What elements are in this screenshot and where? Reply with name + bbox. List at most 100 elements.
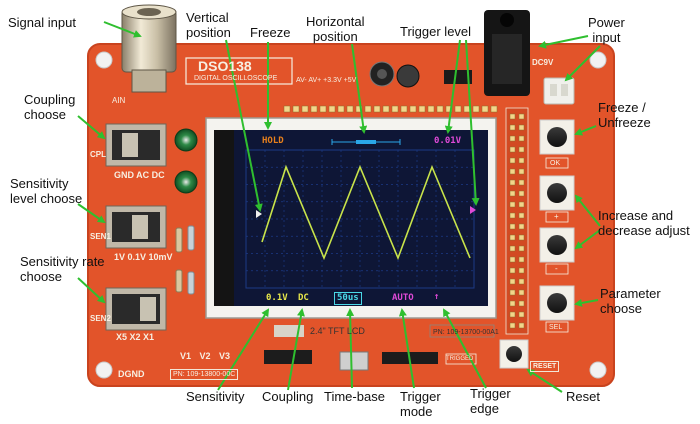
annotation-arrow — [77, 115, 106, 140]
cpl-label: CPL — [90, 150, 106, 159]
annotation-arrow — [217, 308, 270, 391]
annotation-arrow — [444, 39, 461, 134]
mounting-hole — [589, 361, 607, 379]
inductor — [396, 64, 420, 88]
header-pins-top — [283, 105, 498, 113]
tp-labels: V1 V2 V3 — [180, 351, 231, 361]
decrease-button[interactable] — [539, 227, 575, 263]
dgnd-label: DGND — [118, 369, 145, 379]
lcd-label: 2.4" TFT LCD — [310, 326, 365, 336]
header-column-right — [505, 107, 529, 335]
sen1-options: 1V 0.1V 10mV — [114, 252, 173, 262]
annotation-arrow — [287, 308, 305, 391]
reset-button[interactable] — [499, 339, 529, 369]
usb-connector — [339, 351, 369, 371]
board-model: DSO138 — [198, 58, 252, 74]
logo-plate — [185, 57, 293, 85]
lcd-ribbon — [214, 130, 234, 306]
mounting-hole — [589, 51, 607, 69]
ok-button[interactable] — [539, 119, 575, 155]
annotation-arrow — [351, 43, 368, 134]
annotation-arrow — [574, 229, 601, 250]
ic-chip — [444, 70, 472, 84]
annotation-arrow — [346, 308, 355, 389]
annotation-arrow — [398, 308, 415, 389]
timebase-readout: 50us — [334, 292, 362, 305]
label-trigger-edge: Trigger edge — [470, 386, 511, 416]
label-sensitivity: Sensitivity — [186, 389, 245, 404]
label-vertical-position: Vertical position — [186, 10, 231, 40]
label-increase-decrease-adjust: Increase and decrease adjust — [598, 208, 690, 238]
label-freeze-unfreeze: Freeze / Unfreeze — [598, 100, 651, 130]
sen1-label: SEN1 — [90, 232, 111, 241]
annotation-arrow — [538, 35, 589, 49]
annotation-arrow — [465, 39, 480, 206]
power-label: DC9V — [532, 58, 554, 67]
annotation-arrow — [77, 203, 106, 224]
plus-label: + — [554, 212, 559, 221]
label-power-input: Power input — [588, 15, 625, 45]
sel-label: SEL — [549, 324, 563, 331]
coupling-readout: DC — [298, 293, 309, 303]
label-trigger-mode: Trigger mode — [400, 389, 441, 419]
annotation-arrow — [526, 368, 563, 393]
sen2-label: SEN2 — [90, 314, 111, 323]
label-freeze: Freeze — [250, 25, 291, 40]
sen2-switch[interactable] — [105, 287, 167, 331]
annotation-arrow — [103, 21, 142, 38]
bnc-connector[interactable] — [121, 4, 177, 93]
annotation-arrow — [574, 125, 597, 136]
hold-status: HOLD — [262, 136, 284, 146]
annotation-arrow — [574, 194, 601, 227]
mounting-hole — [95, 361, 113, 379]
input-label: AIN — [112, 96, 126, 105]
ok-label: OK — [550, 160, 561, 167]
annotation-arrow — [443, 308, 487, 389]
scope-grid — [246, 150, 474, 288]
minus-label: - — [555, 264, 558, 273]
coupling-switch[interactable] — [105, 123, 167, 167]
trimmer-pot[interactable] — [174, 170, 198, 194]
mounting-hole — [95, 51, 113, 69]
board-pn: PN: 109-13800-00C — [170, 369, 239, 380]
trigger-level-readout: 0.01V — [434, 136, 462, 146]
dc-power-jack[interactable] — [484, 10, 530, 96]
annotation-arrow — [225, 39, 263, 212]
reset-label: RESET — [530, 361, 560, 372]
sen1-switch[interactable] — [105, 205, 167, 249]
power-connector[interactable] — [543, 77, 575, 105]
board-subtitle: DIGITAL OSCILLOSCOPE — [194, 75, 278, 82]
annotation-arrows — [77, 21, 601, 393]
annotation-arrow — [564, 45, 601, 82]
label-trigger-level: Trigger level — [400, 24, 472, 39]
lcd-screen — [234, 130, 488, 306]
label-coupling: Coupling — [262, 389, 314, 404]
trigger-level-marker — [470, 206, 476, 214]
label-signal-input: Signal input — [8, 15, 76, 30]
lcd-pn: PN: 109-13700-00A1 — [433, 329, 499, 336]
resistors — [175, 225, 195, 295]
rails-label: AV- AV+ +3.3V +5V — [296, 77, 357, 84]
sel-button[interactable] — [539, 285, 575, 321]
trigged-label: TRIGGED — [446, 356, 474, 362]
annotation-arrow — [574, 298, 599, 307]
vertical-position-marker — [256, 210, 262, 218]
label-coupling-choose: Coupling choose — [24, 92, 76, 122]
label-time-base: Time-base — [324, 389, 385, 404]
waveform-trace — [261, 164, 471, 261]
label-sensitivity-rate-choose: Sensitivity rate choose — [20, 254, 105, 284]
bottom-header — [264, 350, 312, 364]
annotation-arrow — [77, 277, 106, 304]
horizontal-position-indicator — [331, 139, 401, 145]
trimmer-pot[interactable] — [174, 128, 198, 152]
increase-button[interactable] — [539, 175, 575, 211]
trigger-mode-readout: AUTO — [392, 293, 414, 303]
sensitivity-readout: 0.1V — [266, 293, 288, 303]
trigger-edge-readout: ↑ — [434, 292, 440, 302]
label-horizontal-position: Horizontal position — [306, 14, 365, 44]
label-parameter-choose: Parameter choose — [600, 286, 661, 316]
coupling-options: GND AC DC — [114, 170, 165, 180]
sen2-options: X5 X2 X1 — [116, 332, 155, 342]
